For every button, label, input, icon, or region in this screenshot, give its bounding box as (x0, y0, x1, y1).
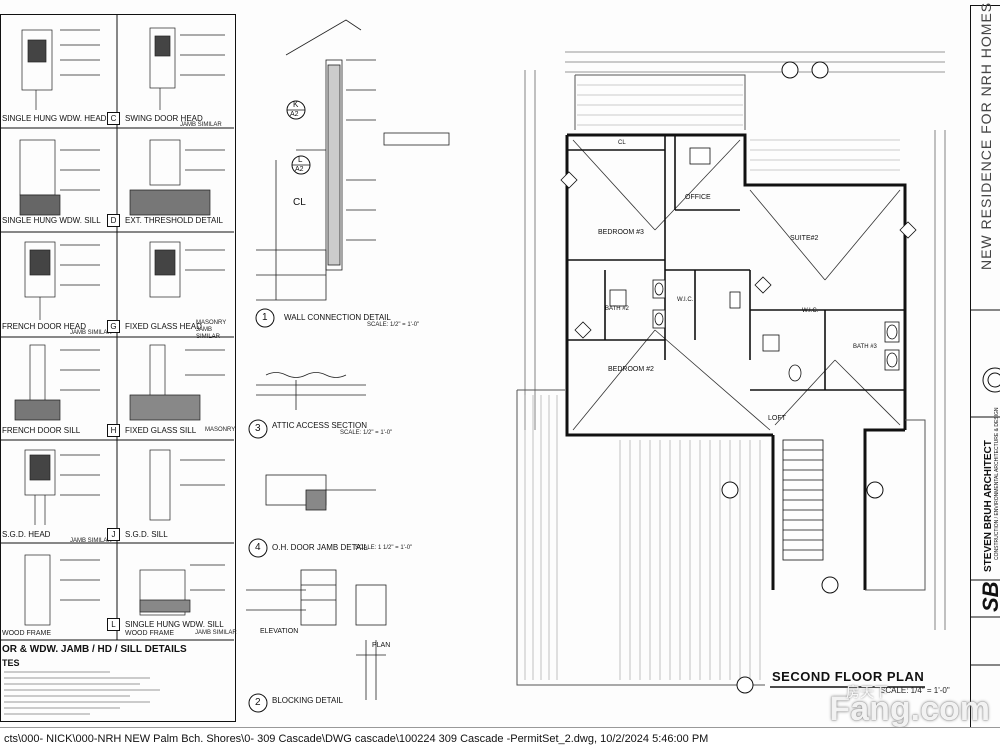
detail-note: JAMB SIMILAR (70, 330, 112, 336)
detail-letter-h: H (107, 424, 120, 437)
middle-num-2: 2 (255, 697, 261, 708)
details-grid-svg (0, 14, 234, 641)
tag-l: L (298, 155, 303, 164)
detail-label: EXT. THRESHOLD DETAIL (125, 216, 223, 225)
room-office: OFFICE (685, 194, 711, 201)
room-suite-2: SUITE#2 (790, 235, 819, 242)
details-panel (0, 14, 236, 722)
detail-letter-d: D (107, 214, 120, 227)
detail-label: FIXED GLASS HEAD (125, 322, 202, 331)
detail-note: JAMB SIMILAR (180, 122, 222, 128)
plan-scale: SCALE: 1/4" = 1'-0" (880, 686, 950, 695)
floor-plan-svg (516, 51, 946, 694)
detail-label: SINGLE HUNG WDW. HEAD (2, 114, 107, 123)
room-bedroom-2: BEDROOM #2 (608, 366, 654, 373)
middle-scale-4: SCALE: 1 1/2" = 1'-0" (355, 545, 413, 551)
middle-num-4: 4 (255, 542, 261, 553)
detail-label: SINGLE HUNG WDW. SILL (2, 216, 101, 225)
tag-k: K (293, 100, 299, 109)
room-bath-3: BATH #3 (853, 344, 877, 350)
middle-scale-1: SCALE: 1/2" = 1'-0" (367, 322, 420, 328)
room-wic-2: W.I.C. (802, 308, 819, 314)
title-block-lines (970, 309, 1000, 666)
middle-label-3: ATTIC ACCESS SECTION (272, 421, 367, 430)
file-path-footer: cts\000- NICK\000-NRH NEW Palm Bch. Shor… (0, 727, 1000, 750)
middle-details-svg (246, 19, 450, 713)
detail-label: SWING DOOR HEAD (125, 114, 203, 123)
architect-sub: CONSTRUCTION / ENVIRONMENTAL ARCHITECTUR… (994, 407, 1000, 560)
elevation-label: ELEVATION (260, 628, 299, 635)
detail-note: MASONRY (205, 427, 236, 433)
detail-note: JAMB SIMILAR (195, 630, 237, 636)
tag-l2: A2 (295, 166, 304, 173)
detail-label: S.G.D. HEAD (2, 530, 51, 539)
middle-label-2: BLOCKING DETAIL (272, 696, 343, 705)
room-bedroom-3: BEDROOM #3 (598, 229, 644, 236)
notes-title: TES (2, 658, 20, 668)
room-loft: LOFT (768, 415, 786, 422)
detail-label: SINGLE HUNG WDW. SILL (125, 620, 224, 629)
detail-label: FRENCH DOOR SILL (2, 426, 81, 435)
detail-sub: WOOD FRAME (125, 630, 174, 637)
project-name: NEW RESIDENCE FOR NRH HOMES (978, 1, 994, 270)
room-bath-2: BATH #2 (605, 306, 629, 312)
room-wic-1: W.I.C. (677, 297, 694, 303)
detail-label: FIXED GLASS SILL (125, 426, 197, 435)
notes-lines (4, 671, 160, 715)
detail-note: MASONRY JAMB SIMILAR (196, 320, 227, 340)
plan-title-underline (770, 686, 925, 688)
room-cl: CL (618, 140, 626, 146)
section-title: OR & WDW. JAMB / HD / SILL DETAILS (2, 644, 187, 655)
middle-label-4: O.H. DOOR JAMB DETAIL (272, 543, 368, 552)
detail-letter-g: G (107, 320, 120, 333)
tag-k2: A2 (290, 111, 299, 118)
middle-num-3: 3 (255, 423, 261, 434)
plan-label: PLAN (372, 642, 391, 649)
plan-title: SECOND FLOOR PLAN (772, 669, 925, 684)
detail-letter-c: C (107, 112, 120, 125)
detail-letter-l: L (107, 618, 120, 631)
middle-scale-3: SCALE: 1/2" = 1'-0" (340, 430, 393, 436)
middle-num-1: 1 (262, 312, 268, 323)
detail-label: FRENCH DOOR HEAD (2, 322, 87, 331)
detail-label: S.G.D. SILL (125, 530, 168, 539)
cl-label: CL (293, 197, 306, 208)
firm-logo: SB (978, 581, 1000, 612)
detail-sub: WOOD FRAME (2, 630, 51, 637)
detail-note: JAMB SIMILAR (70, 538, 112, 544)
architect-name: STEVEN BRUH ARCHITECT (983, 440, 994, 572)
middle-label-1: WALL CONNECTION DETAIL (284, 313, 391, 322)
detail-letter-j: J (107, 528, 120, 541)
watermark-cn: 房天下 (846, 684, 888, 700)
watermark: Fang.com (829, 690, 990, 728)
